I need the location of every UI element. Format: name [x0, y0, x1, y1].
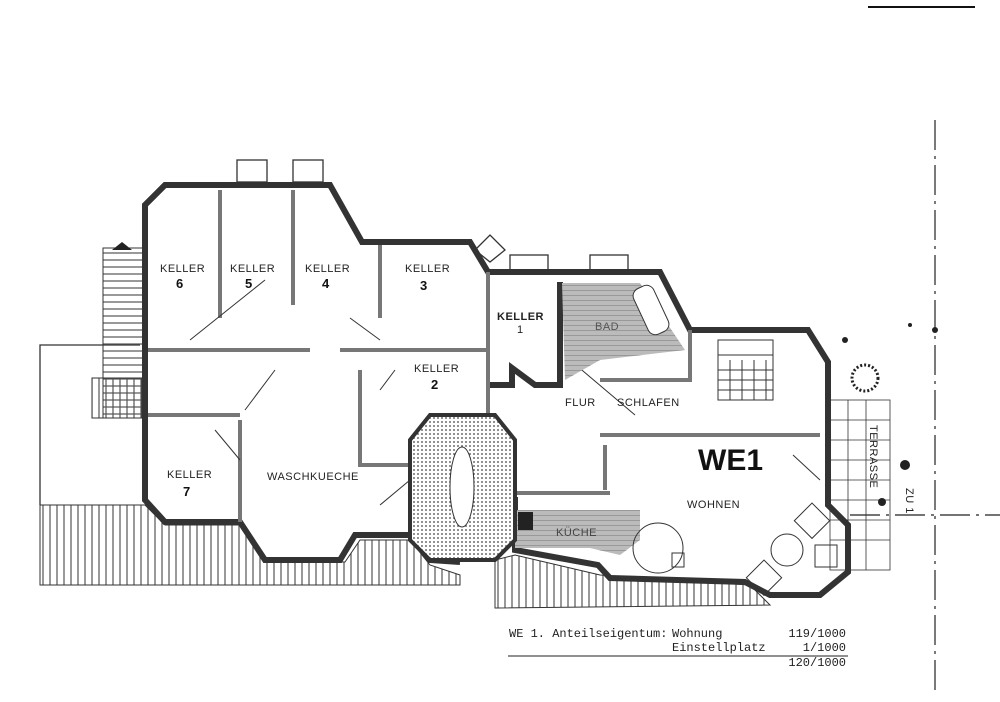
zu-label: ZU 1: [903, 488, 915, 514]
bath-floor: [562, 283, 685, 380]
room-flur: FLUR: [565, 397, 596, 409]
room-number: 3: [420, 278, 427, 293]
room-keller-1: KELLER 1: [497, 311, 544, 336]
room-number: 5: [245, 276, 252, 291]
kitchen-floor: [515, 510, 640, 555]
room-name: KELLER: [405, 263, 450, 275]
interior-walls: [148, 190, 821, 522]
room-number: 1: [517, 324, 524, 336]
room-keller-2: KELLER 2: [414, 363, 459, 392]
room-bad: BAD: [595, 321, 619, 333]
room-keller-3: KELLER 3: [405, 263, 450, 293]
room-keller-7: KELLER 7: [167, 469, 212, 499]
ownership-row-value: 119/1000: [788, 627, 846, 641]
left-deck-hatch: [39, 504, 461, 586]
ownership-table: WE 1. Anteilseigentum: Wohnung 119/1000 …: [508, 627, 848, 670]
terrace-label: TERRASSE: [867, 425, 879, 488]
ownership-row-label: Wohnung: [672, 627, 722, 641]
stair-well: [449, 446, 475, 528]
room-name: KELLER: [497, 311, 544, 323]
ownership-row-value: 1/1000: [803, 641, 846, 655]
room-number: 4: [322, 276, 330, 291]
shrubs: [842, 323, 938, 506]
room-keller-6: KELLER 6: [160, 263, 205, 291]
room-name: KELLER: [414, 363, 459, 375]
ownership-total: 120/1000: [788, 656, 846, 670]
room-number: 7: [183, 484, 190, 499]
room-name: KELLER: [160, 263, 205, 275]
ownership-prefix: WE 1. Anteilseigentum:: [509, 627, 667, 641]
room-keller-4: KELLER 4: [305, 263, 350, 291]
stove: [518, 512, 533, 530]
terrace-tiles: [829, 399, 891, 571]
room-name: KELLER: [167, 469, 212, 481]
left-stair: [39, 242, 144, 505]
room-name: KELLER: [230, 263, 275, 275]
room-schlafen: SCHLAFEN: [617, 397, 680, 409]
living-furniture: [632, 502, 838, 597]
room-number: 6: [176, 276, 183, 291]
room-number: 2: [431, 377, 438, 392]
room-name: KELLER: [305, 263, 350, 275]
outer-wall: [142, 182, 851, 598]
room-waschkueche: WASCHKUECHE: [267, 471, 359, 483]
unit-label: WE1: [698, 444, 763, 477]
room-wohnen: WOHNEN: [687, 499, 740, 511]
bed: [717, 339, 774, 401]
bay-windows: [236, 159, 629, 271]
ownership-row-label: Einstellplatz: [672, 641, 766, 655]
room-kueche: KÜCHE: [556, 527, 597, 539]
bathtub: [632, 284, 670, 336]
room-keller-5: KELLER 5: [230, 263, 275, 291]
